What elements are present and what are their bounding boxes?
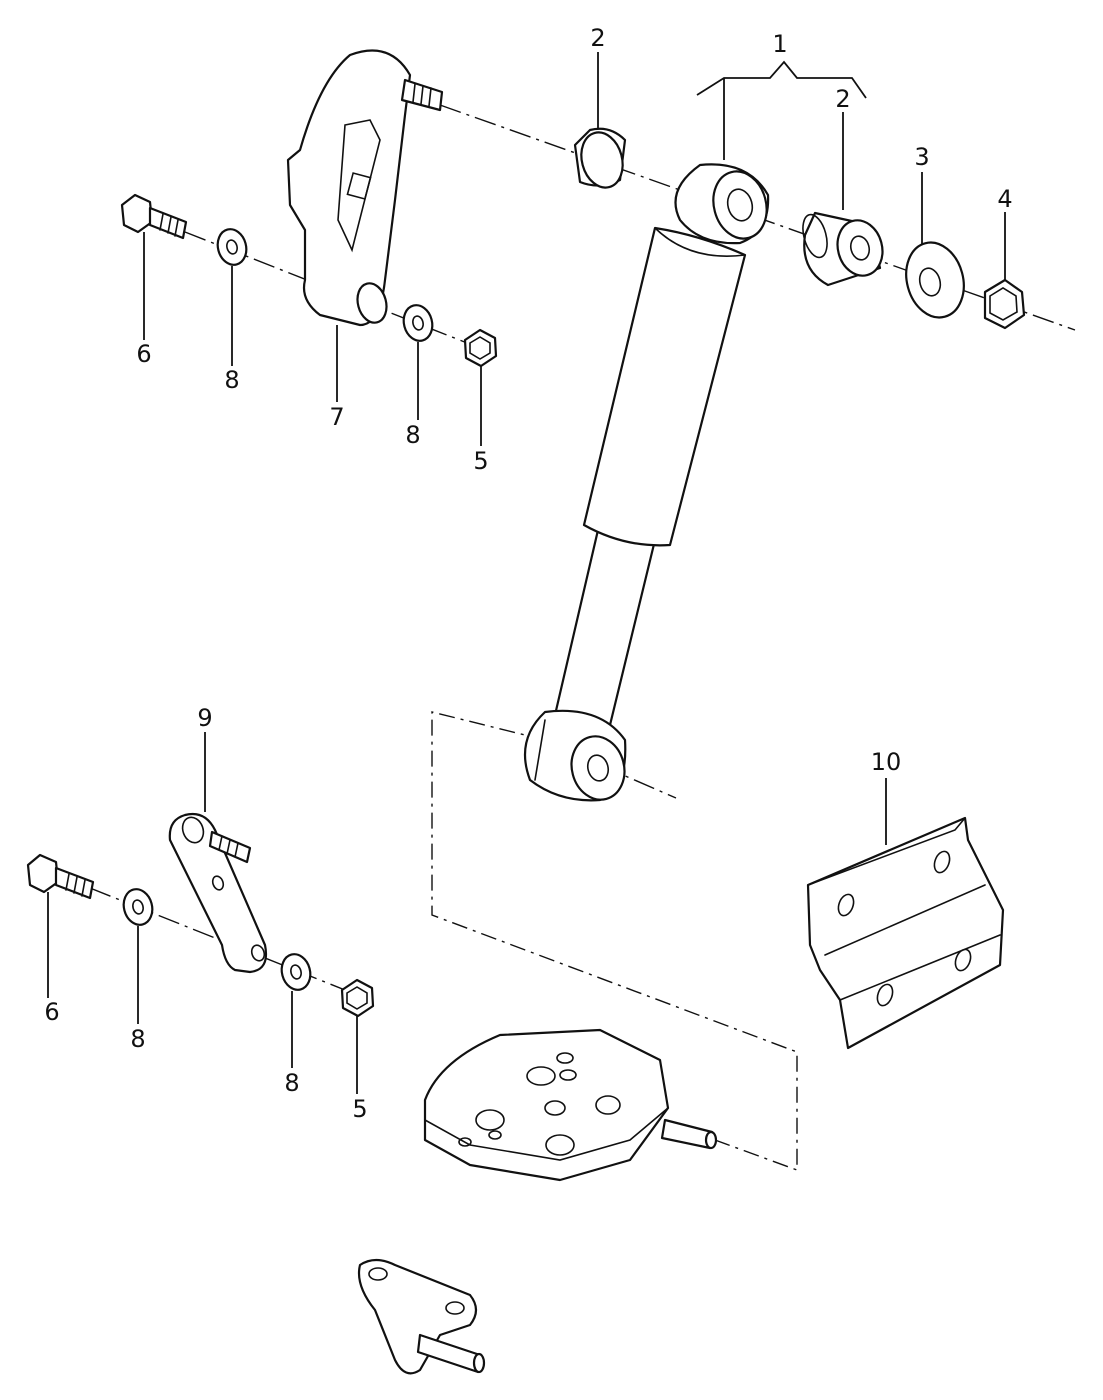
callout-6-lower: 6	[44, 998, 59, 1026]
callout-2-sleeve: 2	[835, 85, 850, 113]
rubber-bushing-sleeve	[802, 211, 884, 287]
hex-bolt-lower	[26, 853, 95, 900]
callout-3: 3	[914, 143, 929, 171]
callout-8-upper-left: 8	[224, 366, 239, 394]
callout-5-lower: 5	[352, 1095, 367, 1123]
callout-4: 4	[997, 185, 1012, 213]
callout-8-upper-right: 8	[405, 421, 420, 449]
rubber-bushing-upper	[573, 127, 627, 189]
hex-nut-lower	[340, 978, 375, 1018]
callout-labels: 1 2 2 3 4 6 8 7 8 5 9 10 6 8 8 5	[44, 24, 1012, 1123]
washer-lower-left	[122, 888, 154, 926]
hex-nut-upper	[983, 278, 1026, 330]
callout-2-upper: 2	[590, 24, 605, 52]
callout-7: 7	[329, 403, 344, 431]
lower-link-bracket	[168, 812, 268, 974]
washer-upper-left	[216, 228, 248, 266]
leader-lines	[47, 52, 1006, 1094]
callout-1: 1	[772, 30, 787, 58]
callout-8-lower-right: 8	[284, 1069, 299, 1097]
washer-upper-right	[402, 304, 434, 342]
washer-lower-right	[280, 953, 312, 991]
hex-nut-upper-left	[463, 328, 498, 368]
callout-10: 10	[871, 748, 902, 776]
callout-9: 9	[197, 704, 212, 732]
shock-absorber	[523, 163, 770, 802]
dished-washer	[905, 241, 965, 319]
callout-5-upper: 5	[473, 447, 488, 475]
callout-8-lower-left: 8	[130, 1025, 145, 1053]
axle-spring-plate	[423, 1028, 718, 1182]
upper-mounting-bracket	[286, 49, 444, 327]
hex-bolt-upper	[120, 193, 188, 240]
axle-stud-bracket	[357, 1258, 486, 1375]
mounting-plate	[806, 816, 1005, 1050]
callout-6-upper: 6	[136, 340, 151, 368]
